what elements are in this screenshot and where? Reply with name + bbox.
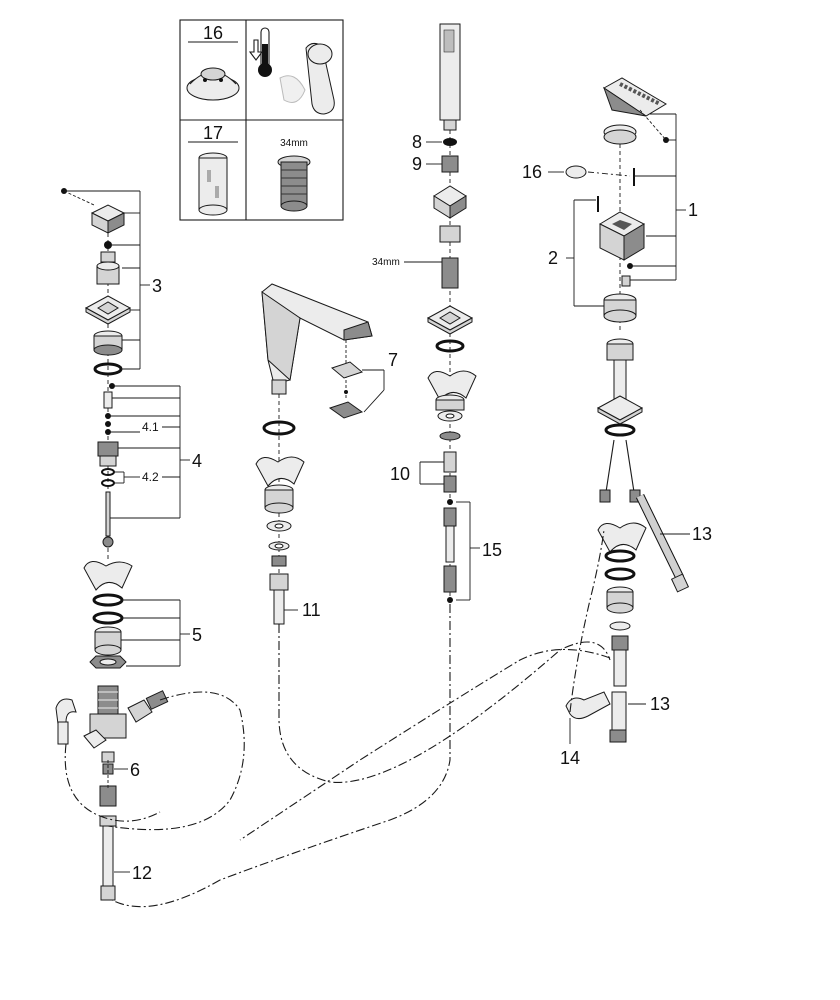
inset-panel: 16 17 34: [179, 19, 344, 221]
arrow-down-icon: [248, 39, 264, 61]
inset-dimension-label: 34mm: [280, 138, 308, 149]
callout-11: 11: [302, 600, 321, 620]
callout-7: 7: [388, 350, 398, 370]
callout-4-1: 4.1: [142, 420, 159, 434]
callout-2: 2: [548, 248, 558, 268]
callout-8: 8: [412, 132, 422, 152]
left-valve-assembly: [55, 188, 169, 901]
dimension-label-34mm: 34mm: [372, 257, 400, 268]
part-16-adapter-image: [186, 67, 240, 101]
callout-5: 5: [192, 625, 202, 645]
callout-4: 4: [192, 451, 202, 471]
right-handle-assembly: [548, 77, 690, 744]
callout-labels: 1 2 3 4 4.1 4.2 5 6 7 8 9 10 11 12 13 13…: [130, 132, 712, 883]
callout-16: 16: [522, 162, 542, 182]
callout-13a: 13: [692, 524, 712, 544]
threaded-sleeve-image: [277, 155, 311, 212]
left-brackets: [64, 190, 190, 873]
callout-6: 6: [130, 760, 140, 780]
callout-3: 3: [152, 276, 162, 296]
inset-label-17: 17: [203, 123, 223, 143]
part-17-cartridge-image: [198, 152, 228, 216]
hose-paths: [64, 529, 611, 908]
callout-13b: 13: [650, 694, 670, 714]
callout-9: 9: [412, 154, 422, 174]
inset-label-16: 16: [203, 23, 223, 43]
callout-12: 12: [132, 863, 152, 883]
lever-handle-icon: [279, 42, 335, 115]
callout-1: 1: [688, 200, 698, 220]
callout-14: 14: [560, 748, 580, 768]
spout-assembly: [255, 283, 385, 625]
thermometer-icon: [258, 27, 272, 77]
callout-15: 15: [482, 540, 502, 560]
hand-shower-assembly: [404, 23, 480, 604]
callout-4-2: 4.2: [142, 470, 159, 484]
callout-10: 10: [390, 464, 410, 484]
